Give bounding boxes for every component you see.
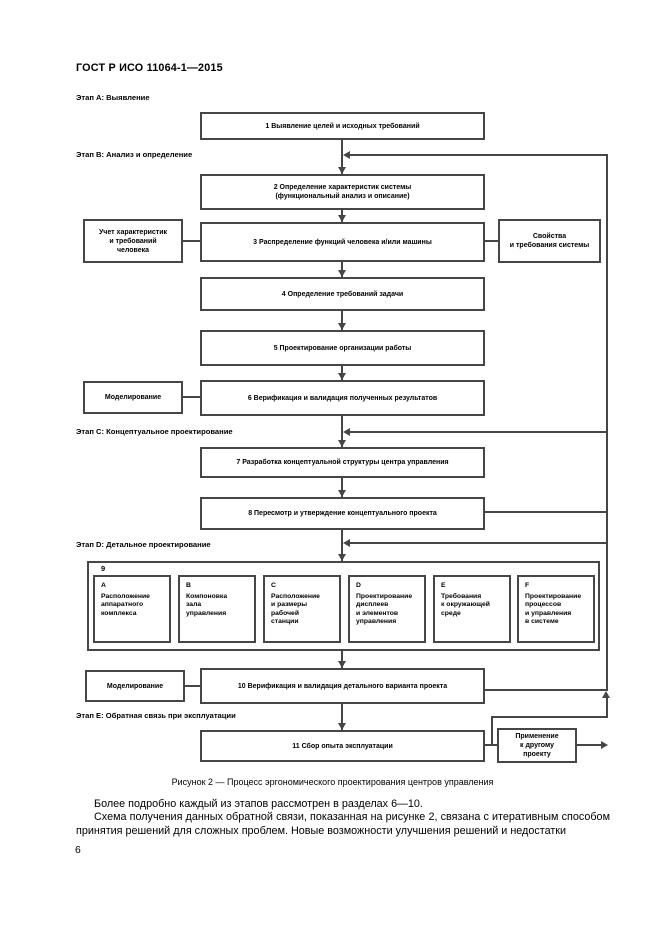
flow-box-1: 1 Выявление целей и исходных требований — [200, 112, 485, 140]
side-box-modeling-1: Моделирование — [83, 381, 183, 414]
detail-box-e: E Требования к окружающей среде — [433, 575, 511, 643]
arrow-down-icon — [338, 723, 346, 730]
detail-box-b-letter: B — [186, 582, 191, 589]
arrow-left-icon — [343, 151, 350, 159]
feedback-branch-line — [350, 431, 606, 433]
box11-feedback-riser — [606, 698, 608, 718]
flow-box-8: 8 Пересмотр и утверждение концептуальног… — [200, 497, 485, 530]
box11-feedback-line — [491, 716, 608, 718]
detail-box-f-text: Проектирование процессов и управления в … — [525, 593, 582, 625]
feedback-trunk-line — [606, 154, 608, 691]
arrow-left-icon — [343, 539, 350, 547]
flow-box-6: 6 Верификация и валидация полученных рез… — [200, 380, 485, 416]
detail-box-e-letter: E — [441, 582, 446, 589]
flow-box-11: 11 Сбор опыта эксплуатации — [200, 730, 485, 762]
box8-feedback-connector — [485, 511, 608, 513]
paragraph: Схема получения данных обратной связи, п… — [76, 811, 610, 837]
detail-box-a-letter: A — [101, 582, 106, 589]
detail-box-a: A Расположение аппаратного комплекса — [93, 575, 171, 643]
side-box-modeling-2: Моделирование — [85, 670, 185, 702]
paragraph: Более подробно каждый из этапов рассмотр… — [94, 798, 423, 810]
arrow-down-icon — [338, 215, 346, 222]
feedback-branch-line — [350, 154, 606, 156]
detail-box-a-text: Расположение аппаратного комплекса — [101, 593, 150, 617]
arrow-right-icon — [601, 741, 608, 749]
detail-box-b: B Компоновка зала управления — [178, 575, 256, 643]
flow-line-1-2 — [341, 140, 343, 174]
arrow-down-icon — [338, 373, 346, 380]
detail-box-f: F Проектирование процессов и управления … — [517, 575, 595, 643]
detail-box-b-text: Компоновка зала управления — [186, 593, 228, 617]
arrow-up-icon — [602, 691, 610, 698]
stage-label-e: Этап Е: Обратная связь при эксплуатации — [76, 711, 236, 720]
flow-line-6-7 — [341, 416, 343, 447]
human-box-connector — [183, 240, 200, 242]
flow-line-8-9 — [341, 530, 343, 561]
detail-box-d-letter: D — [356, 582, 361, 589]
flow-box-3: 3 Распределение функций человека и/или м… — [200, 222, 485, 262]
detail-box-c: C Расположение и размеры рабочей станции — [263, 575, 341, 643]
other-project-exit-line — [577, 744, 601, 746]
document-title: ГОСТ Р ИСО 11064-1—2015 — [76, 62, 223, 74]
modeling2-connector — [185, 685, 200, 687]
detail-box-c-letter: C — [271, 582, 276, 589]
detail-box-c-text: Расположение и размеры рабочей станции — [271, 593, 320, 625]
flow-line-4-5 — [341, 311, 343, 330]
system-box-connector — [485, 240, 498, 242]
detail-design-group: 9 — [87, 561, 600, 651]
feedback-branch-line — [350, 542, 606, 544]
box11-feedback-riser — [491, 716, 493, 746]
arrow-down-icon — [338, 323, 346, 330]
flow-line-7-8 — [341, 478, 343, 497]
flow-box-10: 10 Верификация и валидация детального ва… — [200, 668, 485, 704]
box10-feedback-connector — [485, 689, 608, 691]
stage-label-b: Этап В: Анализ и определение — [76, 150, 193, 159]
detail-box-d-text: Проектирование дисплеев и элементов упра… — [356, 593, 413, 625]
arrow-down-icon — [338, 554, 346, 561]
arrow-down-icon — [338, 440, 346, 447]
arrow-down-icon — [338, 661, 346, 668]
side-box-other-project: Применение к другому проекту — [497, 728, 577, 763]
flow-line-9-10 — [341, 651, 343, 668]
arrow-down-icon — [338, 167, 346, 174]
flow-box-2: 2 Определение характеристик системы (фун… — [200, 174, 485, 210]
modeling1-connector — [183, 396, 200, 398]
detail-box-d: D Проектирование дисплеев и элементов уп… — [348, 575, 426, 643]
arrow-down-icon — [338, 490, 346, 497]
flow-line-3-4 — [341, 262, 343, 277]
arrow-left-icon — [343, 428, 350, 436]
stage-label-a: Этап А: Выявление — [76, 93, 150, 102]
page-number: 6 — [75, 845, 81, 856]
flow-box-4: 4 Определение требований задачи — [200, 277, 485, 311]
side-box-system-requirements: Свойства и требования системы — [498, 219, 601, 263]
flow-box-7: 7 Разработка концептуальной структуры це… — [200, 447, 485, 478]
stage-label-d: Этап D: Детальное проектирование — [76, 540, 211, 549]
flow-box-5: 5 Проектирование организации работы — [200, 330, 485, 366]
side-box-human-requirements: Учет характеристик и требований человека — [83, 219, 183, 263]
stage-label-c: Этап С: Концептуальное проектирование — [76, 427, 233, 436]
detail-group-number: 9 — [101, 564, 106, 573]
body-text: Более подробно каждый из этапов рассмотр… — [76, 798, 610, 838]
detail-box-f-letter: F — [525, 582, 530, 589]
figure-caption: Рисунок 2 — Процесс эргономического прое… — [171, 777, 494, 787]
arrow-down-icon — [338, 270, 346, 277]
detail-box-e-text: Требования к окружающей среде — [441, 593, 490, 617]
flow-line-10-11 — [341, 704, 343, 730]
